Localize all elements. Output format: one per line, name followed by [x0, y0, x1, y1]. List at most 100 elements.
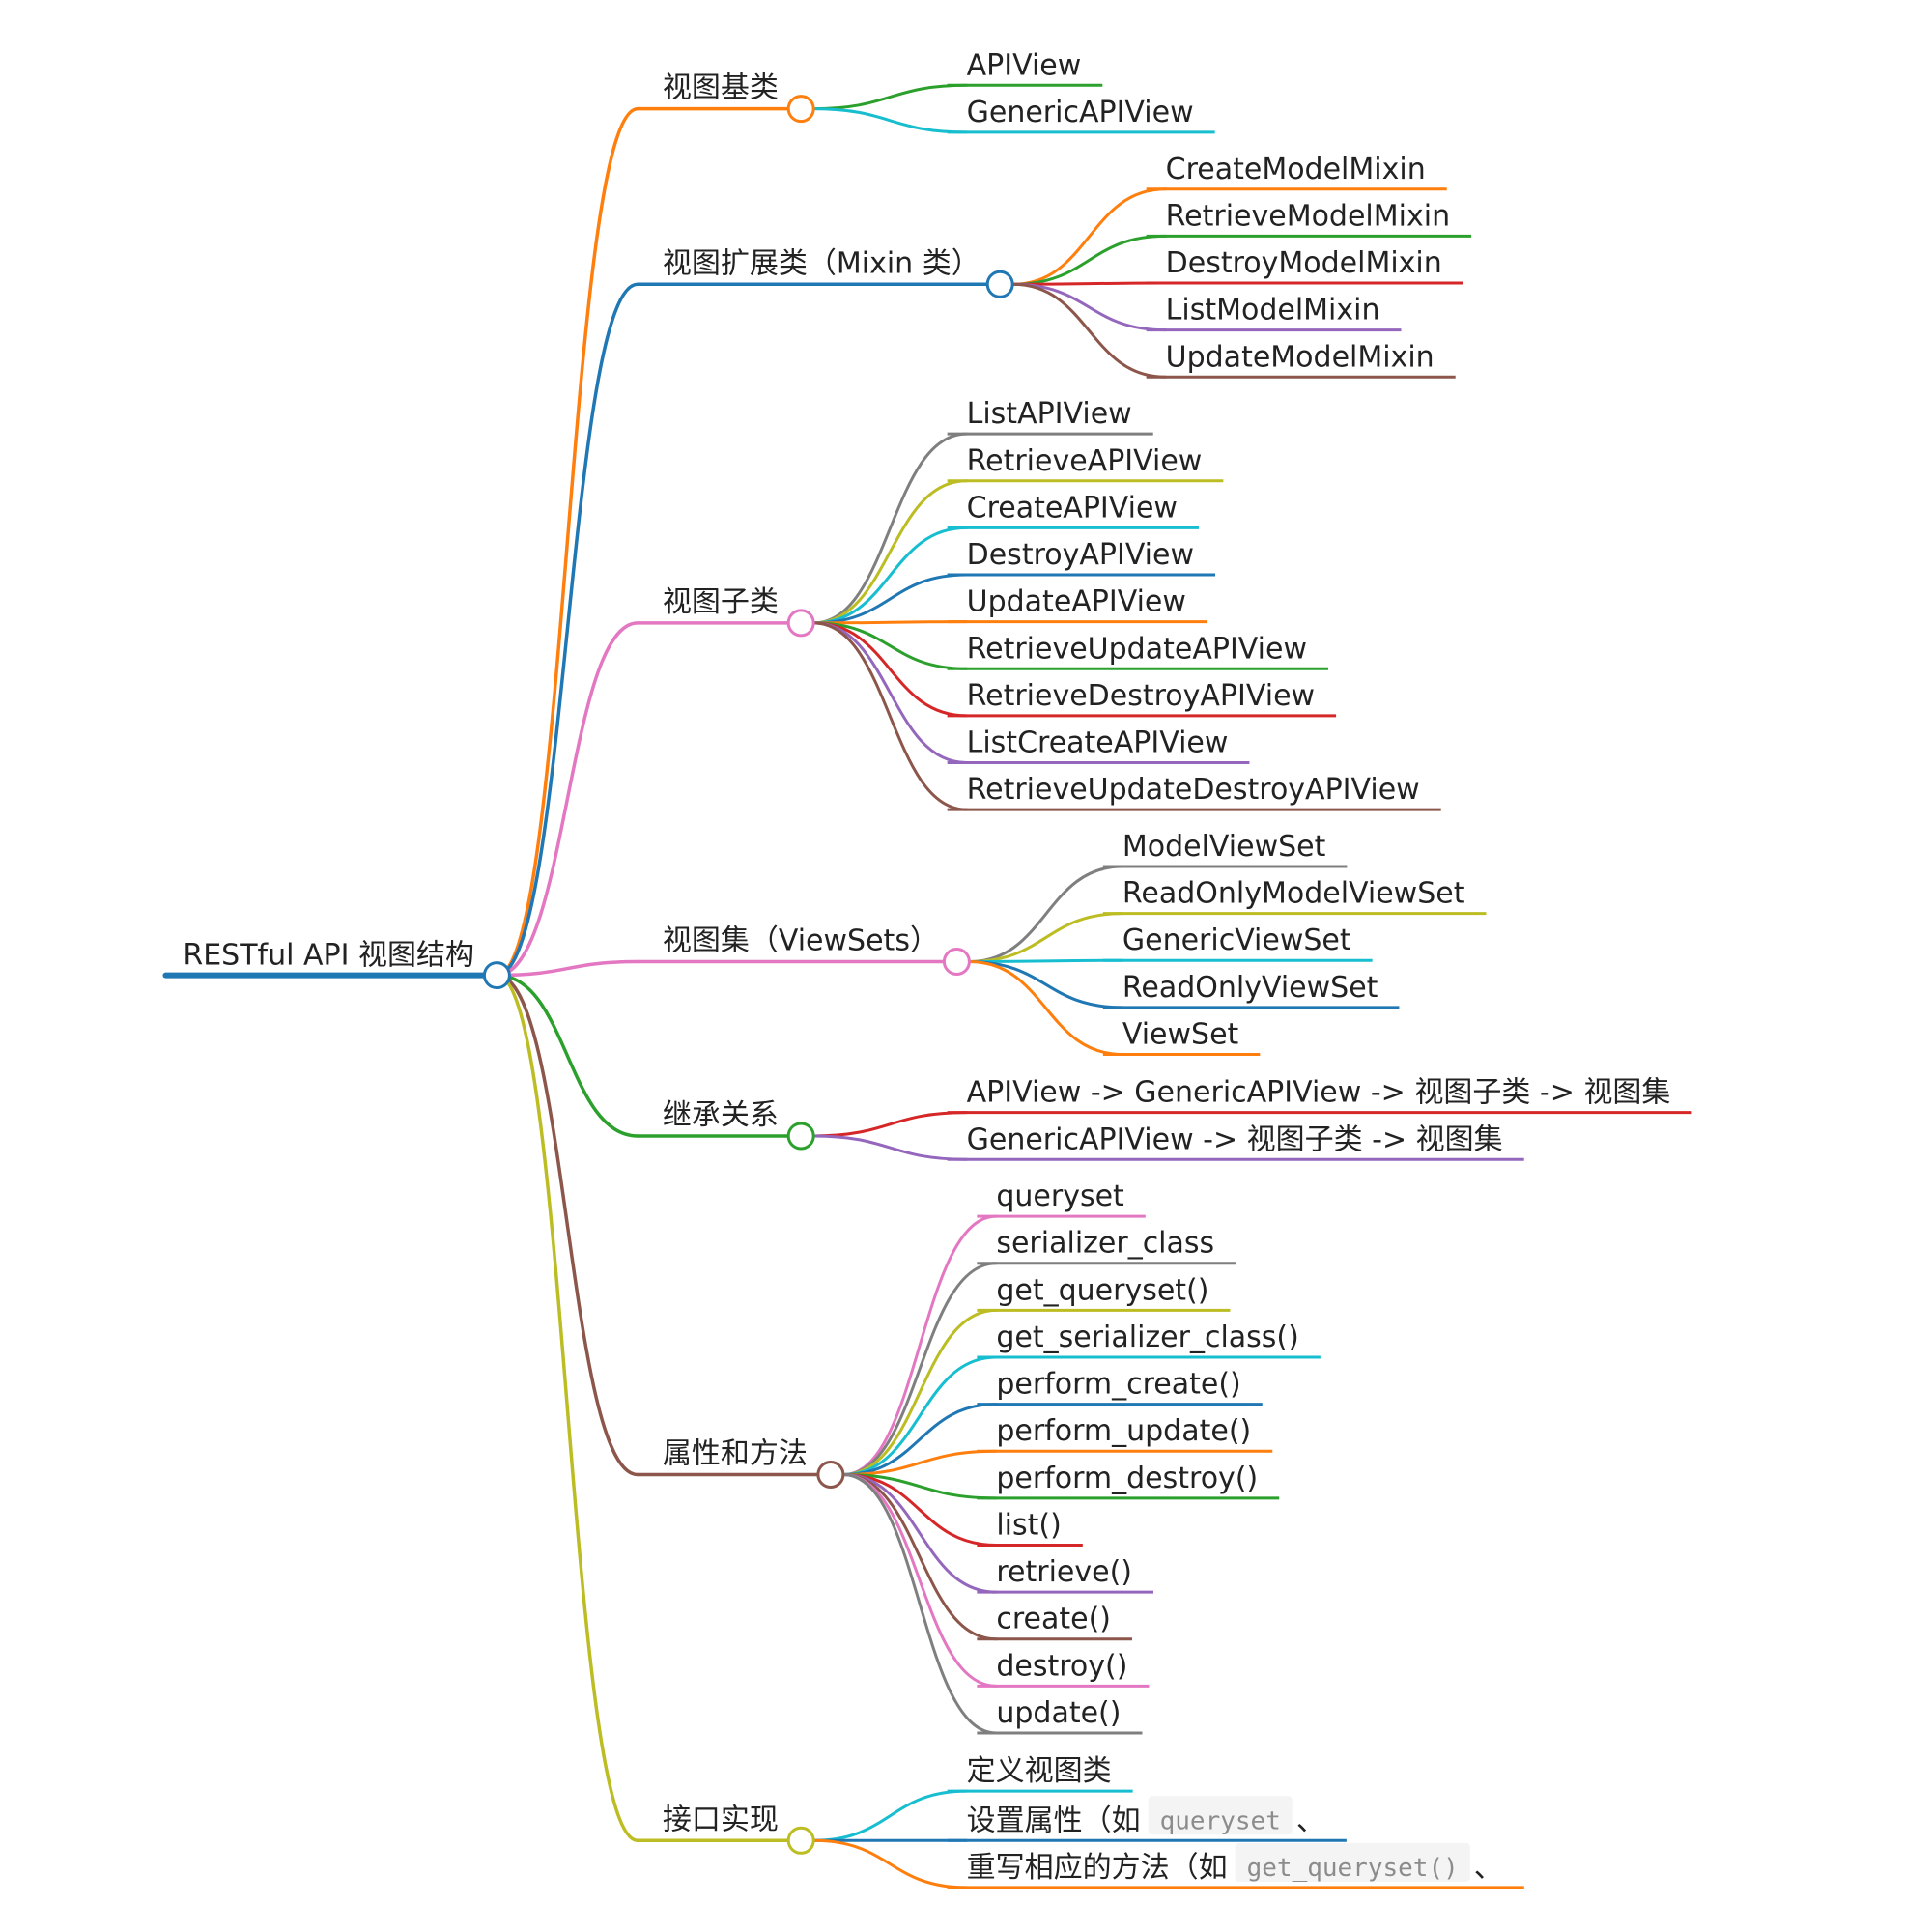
child-label: get_serializer_class(): [996, 1321, 1299, 1354]
child-label: GenericViewSet: [1122, 923, 1351, 957]
child-connector: [811, 1789, 969, 1842]
child-connector: [967, 865, 1124, 964]
child-label: serializer_class: [996, 1227, 1214, 1261]
child-label: GenericAPIView: [967, 96, 1194, 129]
child-label: get_queryset(): [996, 1273, 1208, 1307]
root-collapse-button[interactable]: [482, 961, 511, 990]
child-label: ReadOnlyViewSet: [1122, 971, 1378, 1005]
child-label: ViewSet: [1122, 1017, 1239, 1051]
child-label: CreateModelMixin: [1166, 153, 1426, 186]
child-connector: [967, 960, 1124, 1056]
child-connector: [811, 83, 969, 111]
child-connector: [841, 1403, 998, 1477]
child-connector: [811, 573, 969, 625]
child-connector: [967, 958, 1124, 964]
child-connector: [841, 1214, 998, 1477]
child-connector: [811, 1134, 969, 1161]
child-label: 设置属性（如: [967, 1804, 1141, 1837]
child-connector: [1010, 281, 1168, 286]
root-label: RESTful API 视图结构: [183, 939, 474, 973]
child-connector: [841, 1473, 998, 1641]
child-label: RetrieveUpdateAPIView: [967, 632, 1307, 666]
child-connector: [811, 621, 969, 765]
branch-connector: [495, 973, 640, 1843]
child-label: list(): [996, 1508, 1061, 1542]
child-connector: [1010, 282, 1168, 332]
branch-label: 视图子类: [663, 585, 779, 619]
branch-collapse-button[interactable]: [786, 95, 815, 124]
child-label: GenericAPIView -> 视图子类 -> 视图集: [967, 1122, 1503, 1156]
child-label: update(): [996, 1696, 1121, 1730]
child-connector: [811, 621, 969, 670]
code-snippet: queryset: [1160, 1806, 1281, 1835]
child-connector: [841, 1473, 998, 1594]
child-connector: [841, 1473, 998, 1735]
branch-collapse-button[interactable]: [786, 609, 815, 638]
child-label: retrieve(): [996, 1555, 1132, 1589]
mind-map-edges: [495, 83, 1168, 1889]
child-connector: [841, 1473, 998, 1547]
child-label: DestroyAPIView: [967, 538, 1194, 572]
mind-map-collapse-circles: [482, 95, 1014, 1855]
child-connector: [841, 1473, 998, 1500]
branch-connector: [495, 973, 640, 1138]
child-connector: [967, 960, 1124, 1009]
child-connector: [811, 621, 969, 811]
child-label-suffix: 、: [1474, 1851, 1503, 1885]
branch-collapse-button[interactable]: [985, 270, 1014, 298]
child-label: RetrieveAPIView: [967, 444, 1203, 478]
branch-collapse-button[interactable]: [786, 1122, 815, 1151]
child-label: ListModelMixin: [1166, 294, 1380, 327]
code-snippet: get_queryset(): [1247, 1854, 1459, 1883]
child-label: 定义视图类: [967, 1754, 1112, 1788]
child-label: perform_create(): [996, 1368, 1240, 1402]
branch-label: 属性和方法: [663, 1437, 808, 1471]
child-connector: [841, 1355, 998, 1477]
child-label: RetrieveUpdateDestroyAPIView: [967, 773, 1420, 807]
child-label: APIView: [967, 48, 1082, 82]
child-label: UpdateAPIView: [967, 585, 1186, 619]
child-label: ListCreateAPIView: [967, 726, 1229, 760]
child-label: APIView -> GenericAPIView -> 视图子类 -> 视图集: [967, 1076, 1671, 1110]
child-label-suffix: 、: [1296, 1804, 1325, 1837]
child-connector: [841, 1449, 998, 1477]
child-connector: [811, 107, 969, 134]
child-label: CreateAPIView: [967, 491, 1178, 525]
child-connector: [811, 620, 969, 625]
branch-label: 视图基类: [663, 71, 779, 105]
child-connector: [811, 1111, 969, 1138]
branch-connector: [495, 106, 640, 978]
child-label: perform_destroy(): [996, 1462, 1258, 1495]
branch-connector: [495, 621, 640, 978]
branch-connector: [495, 973, 640, 1477]
child-label: UpdateModelMixin: [1166, 340, 1435, 374]
child-connector: [811, 526, 969, 625]
child-connector: [1010, 187, 1168, 286]
child-label: queryset: [996, 1179, 1124, 1213]
child-label: ListAPIView: [967, 397, 1132, 431]
branch-connector: [495, 959, 640, 978]
mind-map-underlines: [162, 83, 1692, 1889]
branch-collapse-button[interactable]: [816, 1461, 845, 1490]
child-label: create(): [996, 1603, 1111, 1636]
child-connector: [841, 1473, 998, 1688]
mind-map-labels: RESTful API 视图结构 视图基类 APIViewGenericAPIVie…: [183, 48, 1670, 1885]
child-connector: [811, 479, 969, 625]
branch-connector: [495, 282, 640, 978]
code-background: [1235, 1842, 1470, 1882]
branch-collapse-button[interactable]: [942, 948, 971, 977]
child-label: RetrieveModelMixin: [1166, 199, 1450, 233]
child-label: DestroyModelMixin: [1166, 246, 1442, 280]
child-connector: [811, 1838, 969, 1889]
child-connector: [1010, 234, 1168, 286]
child-connector: [1010, 282, 1168, 379]
child-connector: [841, 1308, 998, 1477]
child-connector: [967, 912, 1124, 964]
child-label: 重写相应的方法（如: [967, 1851, 1228, 1885]
branch-label: 视图扩展类（Mixin 类）: [663, 246, 980, 280]
child-label: destroy(): [996, 1649, 1127, 1683]
branch-collapse-button[interactable]: [786, 1826, 815, 1855]
child-connector: [811, 621, 969, 718]
branch-label: 视图集（ViewSets）: [663, 924, 939, 958]
